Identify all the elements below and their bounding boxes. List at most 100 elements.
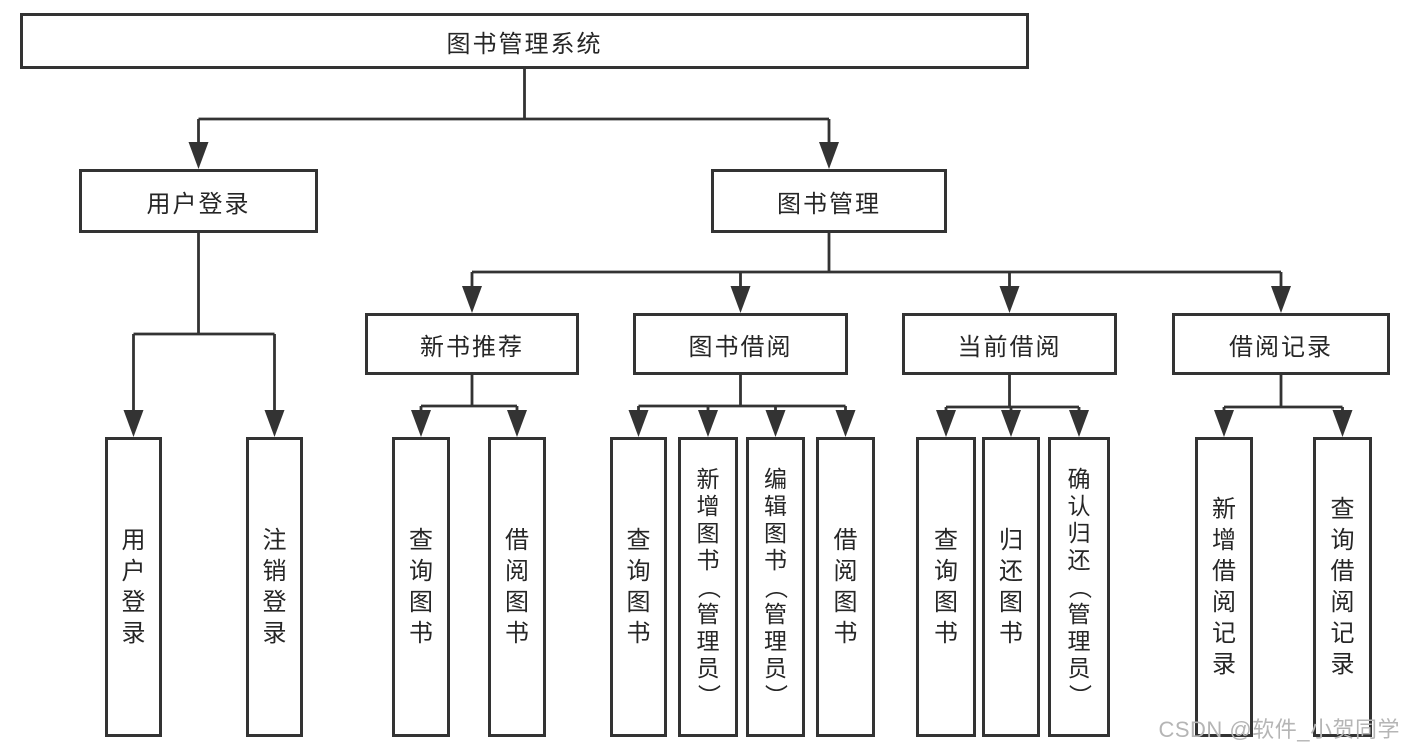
vertical-glyph: 书	[626, 620, 651, 647]
vertical-glyph: 增	[696, 492, 720, 519]
vertical-glyph: 查	[626, 527, 651, 554]
vertical-glyph: 录	[121, 620, 146, 647]
branch-new-book-recommendation	[411, 375, 527, 437]
arrowhead-icon	[188, 142, 209, 169]
vertical-glyph: 图	[696, 519, 720, 546]
node-user-login: 用户登录	[79, 169, 318, 233]
leaf-confirm-return-admin: 确认归还（管理员）	[1048, 437, 1110, 737]
vertical-glyph: 图	[505, 589, 529, 616]
vertical-glyph: 阅	[1330, 589, 1355, 616]
trunk-user-login	[133, 233, 275, 336]
arrowhead-icon	[999, 286, 1020, 313]
leaf-borrow-books-recommend: 借阅图书	[488, 437, 546, 737]
vertical-glyph: 借	[1330, 558, 1355, 585]
vertical-glyph: 借	[833, 527, 858, 554]
vertical-glyph: 理	[764, 627, 787, 654]
vertical-glyph: 查	[1330, 496, 1355, 523]
node-current-borrowing: 当前借阅	[902, 313, 1117, 375]
arrowhead-icon	[507, 410, 527, 437]
vertical-glyph: 借	[505, 527, 529, 554]
arrowhead-icon	[1332, 410, 1353, 437]
vertical-glyph: 登	[262, 589, 287, 616]
vertical-glyph: 销	[262, 558, 287, 585]
vertical-glyph: 阅	[1212, 589, 1236, 616]
vertical-glyph: 新	[1212, 496, 1236, 523]
arrowhead-icon	[835, 410, 856, 437]
vertical-glyph: （	[1066, 575, 1093, 599]
arrowhead-icon	[462, 286, 482, 313]
vertical-glyph: 增	[1212, 527, 1236, 554]
node-book-management: 图书管理	[711, 169, 947, 233]
arrowhead-icon	[1001, 410, 1021, 437]
leaf-query-books-recommend: 查询图书	[392, 437, 450, 737]
leaf-return-books: 归还图书	[982, 437, 1040, 737]
vertical-glyph: （	[695, 575, 722, 599]
vertical-glyph: 辑	[764, 492, 787, 519]
vertical-glyph: 书	[999, 620, 1023, 647]
node-new-book-recommendation: 新书推荐	[365, 313, 579, 375]
trunk-new-book-recommendation	[421, 375, 517, 408]
vertical-glyph: 注	[262, 527, 287, 554]
leaf-user-login: 用户登录	[105, 437, 162, 737]
vertical-glyph: 书	[934, 620, 958, 647]
arrowhead-icon	[1069, 410, 1089, 437]
vertical-glyph: 归	[999, 527, 1023, 554]
branch-borrowing-records	[1214, 375, 1353, 437]
arrowhead-icon	[730, 286, 751, 313]
vertical-glyph: 归	[1067, 519, 1091, 546]
csdn-watermark: CSDN @软件_小贺同学	[1158, 717, 1400, 742]
vertical-glyph: 查	[409, 527, 433, 554]
vertical-glyph: 记	[1212, 620, 1236, 647]
vertical-glyph: 户	[121, 558, 146, 585]
vertical-glyph: 查	[934, 527, 958, 554]
vertical-glyph: 员	[1067, 654, 1091, 681]
vertical-glyph: 询	[626, 558, 651, 585]
branch-current-borrowing	[936, 375, 1089, 437]
vertical-glyph: 询	[409, 558, 433, 585]
arrowhead-icon	[628, 410, 649, 437]
vertical-glyph: 还	[1067, 546, 1091, 573]
vertical-glyph: 登	[121, 589, 146, 616]
vertical-glyph: ）	[763, 683, 789, 707]
vertical-glyph: 书	[696, 546, 720, 573]
vertical-glyph: 图	[626, 589, 651, 616]
leaf-add-book-admin: 新增图书（管理员）	[678, 437, 738, 737]
arrowhead-icon	[819, 142, 839, 169]
trunk-root	[198, 69, 829, 121]
trunk-borrowing-records	[1224, 375, 1343, 409]
leaf-edit-book-admin: 编辑图书（管理员）	[746, 437, 805, 737]
branch-book-borrowing	[628, 375, 856, 437]
branch-book-management	[462, 233, 1291, 313]
arrowhead-icon	[765, 410, 786, 437]
vertical-glyph: 图	[764, 519, 787, 546]
leaf-add-borrow-record: 新增借阅记录	[1195, 437, 1253, 737]
node-book-borrowing: 图书借阅	[633, 313, 848, 375]
vertical-glyph: 新	[696, 465, 720, 492]
vertical-glyph: 确	[1067, 465, 1091, 492]
vertical-glyph: 书	[505, 620, 529, 647]
arrowhead-icon	[264, 410, 285, 437]
vertical-glyph: 书	[764, 546, 787, 573]
vertical-glyph: 员	[764, 654, 787, 681]
vertical-glyph: 还	[999, 558, 1023, 585]
vertical-glyph: 编	[764, 465, 787, 492]
vertical-glyph: 图	[934, 589, 958, 616]
vertical-glyph: 询	[1330, 527, 1355, 554]
arrowhead-icon	[411, 410, 431, 437]
vertical-glyph: 借	[1212, 558, 1236, 585]
trunk-book-borrowing	[638, 375, 846, 408]
arrowhead-icon	[123, 410, 144, 437]
arrowhead-icon	[698, 410, 718, 437]
vertical-glyph: 认	[1067, 492, 1091, 519]
vertical-glyph: 阅	[505, 558, 529, 585]
leaf-query-books-borrowing: 查询图书	[610, 437, 667, 737]
vertical-glyph: 管	[764, 600, 787, 627]
vertical-glyph: 录	[1330, 651, 1355, 678]
vertical-glyph: ）	[1066, 683, 1093, 707]
vertical-glyph: 理	[696, 627, 720, 654]
vertical-glyph: 图	[833, 589, 858, 616]
trunk-current-borrowing	[946, 375, 1079, 409]
arrowhead-icon	[1214, 410, 1234, 437]
vertical-glyph: 记	[1330, 620, 1355, 647]
vertical-glyph: ）	[695, 683, 722, 707]
